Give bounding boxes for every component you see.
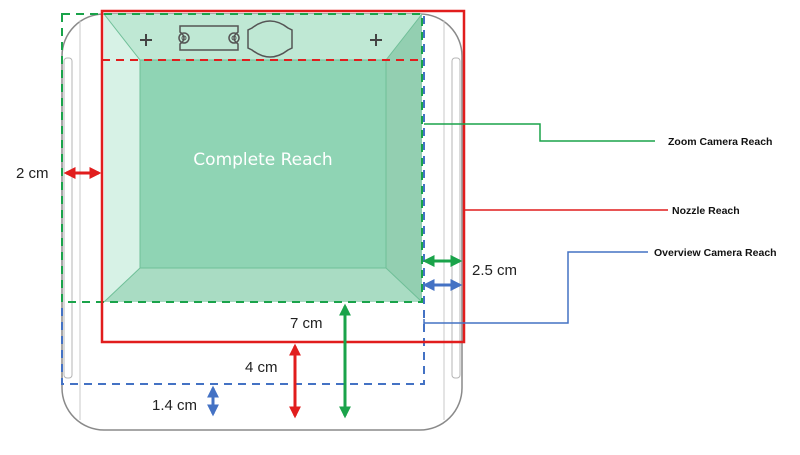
screw-left-icon — [140, 34, 152, 46]
nozzle-reach-outline — [100, 9, 466, 344]
bottom-red-label: 4 cm — [245, 359, 278, 376]
zoom-leader-line — [424, 123, 655, 142]
zoom-camera-reach-label: Zoom Camera Reach — [668, 136, 772, 148]
complete-reach-label: Complete Reach — [193, 150, 332, 170]
right-gap-label: 2.5 cm — [472, 262, 517, 279]
left-gap-label: 2 cm — [16, 165, 49, 182]
bottom-blue-label: 1.4 cm — [152, 397, 197, 414]
overview-leader-line — [424, 251, 648, 324]
bottom-green-label: 7 cm — [290, 315, 323, 332]
fitting-icon — [247, 20, 293, 58]
screw-right-icon — [370, 34, 382, 46]
nozzle-reach-label: Nozzle Reach — [672, 205, 740, 217]
clamp-icon — [178, 25, 240, 51]
zoom-camera-reach-outline — [61, 13, 423, 303]
overview-camera-reach-label: Overview Camera Reach — [654, 247, 777, 259]
